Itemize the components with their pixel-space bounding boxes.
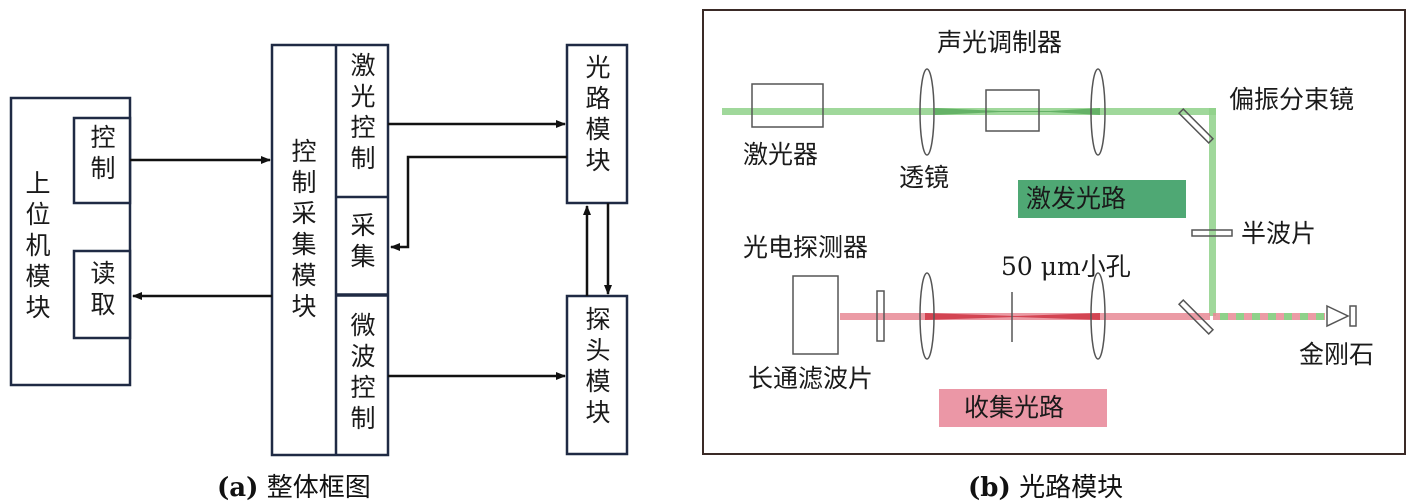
host-module-label: 上位机模块 <box>22 170 51 325</box>
optical-module-label: 光路模块 <box>582 54 611 178</box>
pinhole-label: 50 μm小孔 <box>1001 252 1131 281</box>
host-control-box <box>72 116 132 205</box>
photodetector-component <box>792 275 839 355</box>
acquisition-label: 采集 <box>347 212 376 274</box>
aom-label: 声光调制器 <box>937 28 1063 57</box>
ctrl-module-box <box>270 43 390 457</box>
laser-control-label: 激光控制 <box>347 52 376 176</box>
host-module <box>9 96 132 387</box>
lens-1 <box>919 68 935 156</box>
laser-component <box>751 83 824 128</box>
control-acquisition-module <box>270 43 390 457</box>
diamond-label: 金刚石 <box>1299 340 1375 369</box>
panel-a-block-diagram <box>9 43 629 457</box>
longpass-filter <box>876 290 885 342</box>
lens-label: 透镜 <box>899 163 950 192</box>
lens-4 <box>1090 272 1106 360</box>
lens-3 <box>919 272 935 360</box>
microwave-control-label: 微波控制 <box>347 312 376 436</box>
caption-a-text: 整体框图 <box>266 473 371 503</box>
photodetector-label: 光电探测器 <box>743 233 869 262</box>
diamond-prism <box>1326 304 1350 328</box>
caption-b-prefix: (b) <box>968 473 1011 503</box>
excitation-path-badge <box>1018 180 1186 218</box>
host-control-label: 控制 <box>87 124 116 186</box>
excitation-beam <box>722 108 1216 316</box>
probe-module-box <box>565 294 629 456</box>
optical-module-box <box>565 43 629 205</box>
ctrl-module-label: 控制采集模块 <box>288 138 317 324</box>
caption-a: (a) 整体框图 <box>217 467 371 504</box>
longpass-label: 长通滤波片 <box>748 364 874 393</box>
pbs-mirror-top <box>1177 107 1215 145</box>
pbs-label: 偏振分束镜 <box>1229 85 1355 114</box>
caption-b-text: 光路模块 <box>1019 473 1124 503</box>
laser-label: 激光器 <box>743 140 819 169</box>
aom-component <box>985 89 1040 132</box>
half-wave-label: 半波片 <box>1241 219 1317 248</box>
probe-module-label: 探头模块 <box>582 306 611 430</box>
pbs-mirror-bottom <box>1177 298 1215 336</box>
host-read-label: 读取 <box>87 260 116 322</box>
diamond-plate <box>1349 305 1357 327</box>
collection-beam <box>840 313 1325 320</box>
panel-b-optical-path <box>702 9 1406 455</box>
arrow-optical-to-acquisition <box>390 155 567 251</box>
excitation-path-label: 激发光路 <box>1026 184 1127 213</box>
collection-path-badge <box>939 389 1107 427</box>
caption-b: (b) 光路模块 <box>968 467 1123 504</box>
collection-path-label: 收集光路 <box>964 393 1065 422</box>
lens-2 <box>1090 68 1106 156</box>
half-wave-plate <box>1191 229 1233 237</box>
host-read-box <box>72 249 132 340</box>
caption-a-prefix: (a) <box>217 473 259 503</box>
